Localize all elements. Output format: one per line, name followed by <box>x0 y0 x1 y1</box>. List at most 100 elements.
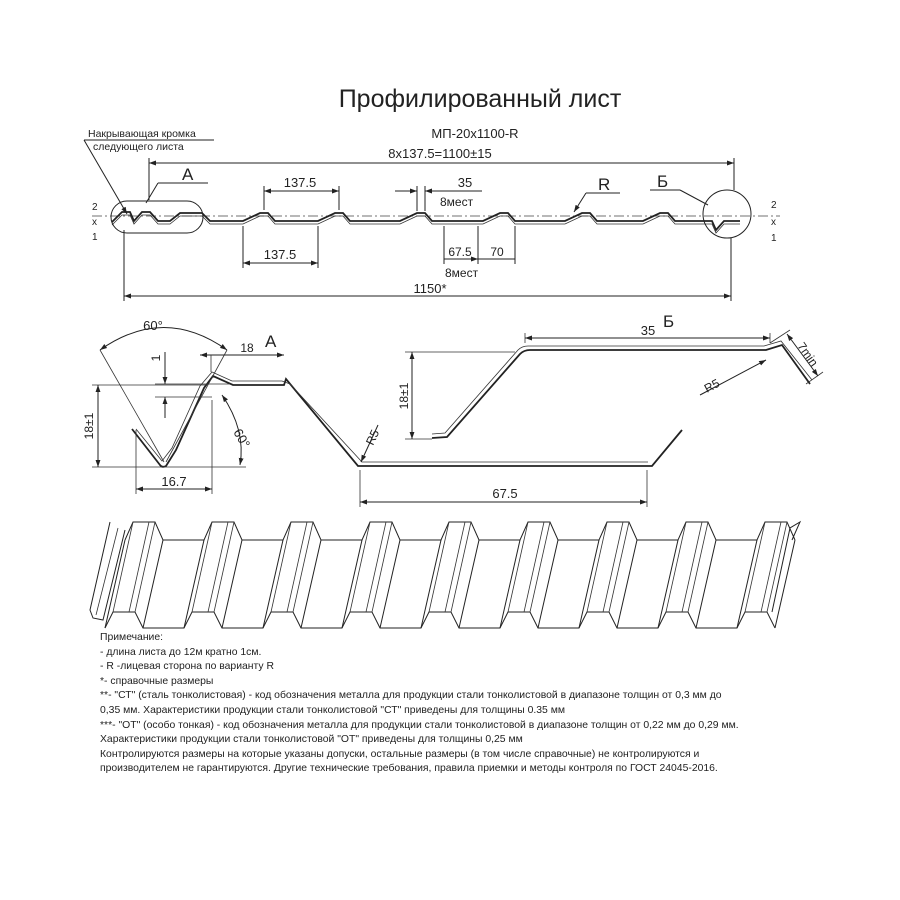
detail-a-angle-side: 60° <box>230 426 253 451</box>
notes-block: Примечание: - длина листа до 12м кратно … <box>100 631 860 777</box>
detail-b-lip: 7min <box>795 340 821 369</box>
note-line: 0,35 мм. Характеристики продукции стали … <box>100 704 566 716</box>
rib-line <box>112 521 134 613</box>
total-width-dimension: 1150* <box>123 230 732 301</box>
detail-b-section: 35 Б 18±1 R5 7min <box>397 312 824 440</box>
rib-line <box>602 521 624 613</box>
drawing-title: Профилированный лист <box>339 85 622 113</box>
side-mark-left-1: 1 <box>92 232 98 243</box>
detail-b-radius: R5 <box>702 376 722 396</box>
total-width-label: 1150* <box>413 281 446 296</box>
rib-edge <box>736 539 758 629</box>
detail-b-marker: Б <box>657 172 668 191</box>
rib-line <box>450 521 472 613</box>
detail-b-top: 35 <box>641 323 655 338</box>
rib-line <box>665 521 687 613</box>
top-width-dimension: 35 8мест <box>395 175 482 211</box>
rib-edge <box>300 539 322 629</box>
rib-line <box>292 521 314 613</box>
rib-line <box>371 521 393 613</box>
rib-line <box>681 521 703 613</box>
note-line: - R -лицевая сторона по варианту R <box>100 661 274 673</box>
note-line: *- справочные размеры <box>100 675 214 687</box>
note-line: Контролируются размеры на которые указан… <box>100 748 700 760</box>
detail-a-overlap: 18 <box>240 341 254 355</box>
rib-edge <box>379 539 401 629</box>
bottom-pitch-label: 137.5 <box>264 247 297 262</box>
detail-a-tick: 1 <box>149 354 163 361</box>
bottom-width-label: 67.5 <box>448 245 472 259</box>
note-line: **- "СТ" (сталь тонколистовая) - код обо… <box>100 690 722 702</box>
note-line: Характеристики продукции стали тонколист… <box>100 734 523 746</box>
side-mark-left: 2 х 1 <box>92 202 98 243</box>
sheet-right-edge <box>771 520 802 613</box>
detail-a-bottom: 67.5 <box>492 486 517 501</box>
top-width-label: 35 <box>458 175 472 190</box>
rib-edge <box>458 539 480 629</box>
rib-line <box>687 521 709 613</box>
rib-line <box>207 521 229 613</box>
rib-line <box>507 521 529 613</box>
top-count-label: 8мест <box>440 195 474 209</box>
rib-line <box>270 521 292 613</box>
note-line: производителем не гарантируются. Другие … <box>100 763 718 775</box>
side-mark-right: 2 х 1 <box>771 200 777 244</box>
rib-edge <box>616 539 638 629</box>
detail-a-marker: А <box>182 165 194 184</box>
rib-edge <box>104 539 126 629</box>
side-mark-right-1: 1 <box>771 233 777 244</box>
rib-line <box>134 521 156 613</box>
side-mark-left-2: 2 <box>92 202 98 213</box>
note-line: - длина листа до 12м кратно 1см. <box>100 646 262 658</box>
detail-a-section: 60° 1 18 А 18±1 60° 16.7 R5 67.5 <box>82 318 683 507</box>
rib-edge <box>537 539 559 629</box>
notes-heading: Примечание: <box>100 632 164 643</box>
edge-label-line2: следующего листа <box>93 141 184 153</box>
bottom-count-label: 8мест <box>445 266 479 280</box>
sheet-left-edge <box>89 521 126 621</box>
rib-edge <box>142 539 164 629</box>
rib-edge <box>183 539 205 629</box>
bottom-pitch-dimension: 137.5 <box>242 226 319 268</box>
rib-line <box>766 521 788 613</box>
detail-a-groove: 16.7 <box>161 474 186 489</box>
profile-cross-section <box>92 189 780 239</box>
detail-a-radius: R5 <box>363 427 382 447</box>
sheet-bottom-edge <box>104 611 776 629</box>
bottom-flat-label: 70 <box>490 245 504 259</box>
rib-line <box>586 521 608 613</box>
rib-edge <box>774 539 796 629</box>
rib-edge <box>221 539 243 629</box>
rib-line <box>286 521 308 613</box>
top-pitch-dimension: 137.5 <box>263 175 340 210</box>
rib-edge <box>695 539 717 629</box>
rib-edge <box>262 539 284 629</box>
rib-line <box>128 521 150 613</box>
rib-line <box>191 521 213 613</box>
rib-line <box>760 521 782 613</box>
rib-line <box>608 521 630 613</box>
note-line: ***- "ОТ" (особо тонкая) - код обозначен… <box>100 719 739 731</box>
detail-a-label: А <box>265 332 277 351</box>
rib-line <box>529 521 551 613</box>
edge-label-callout: Накрывающая кромка следующего листа <box>83 128 214 215</box>
side-mark-right-x: х <box>771 217 776 228</box>
profile-code: МП-20х1100-R <box>431 126 518 141</box>
rib-line <box>444 521 466 613</box>
top-pitch-label: 137.5 <box>284 175 317 190</box>
rib-edge <box>657 539 679 629</box>
rib-edge <box>420 539 442 629</box>
detail-a-angle-top: 60° <box>143 318 163 333</box>
detail-b-label: Б <box>663 312 674 331</box>
overall-pitch-dimension: 8х137.5=1100±15 <box>148 146 735 200</box>
side-mark-right-2: 2 <box>771 200 777 211</box>
rib-line <box>744 521 766 613</box>
overall-pitch-label: 8х137.5=1100±15 <box>388 146 491 161</box>
detail-b-height: 18±1 <box>397 382 411 409</box>
rib-line <box>523 521 545 613</box>
edge-label-line1: Накрывающая кромка <box>88 128 196 140</box>
rib-edge <box>578 539 600 629</box>
rib-line <box>213 521 235 613</box>
sheet-isometric-view <box>89 520 802 629</box>
